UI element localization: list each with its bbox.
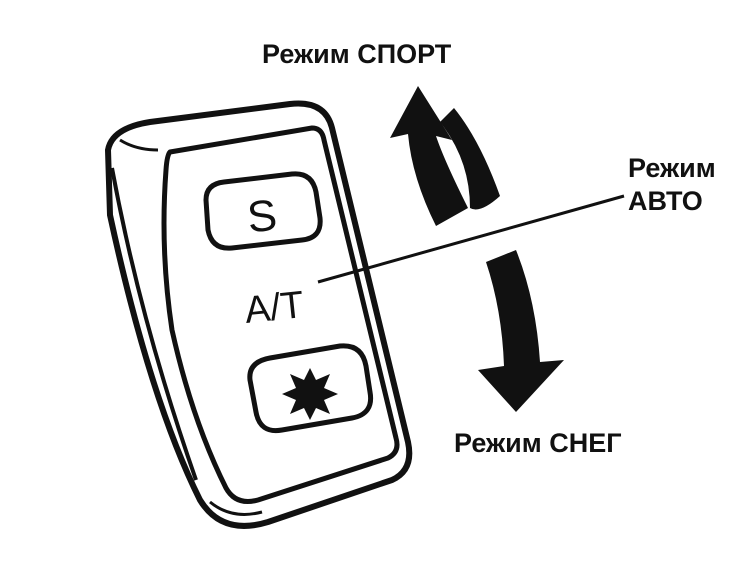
sport-mode-label: Режим СПОРТ	[262, 39, 452, 69]
snowflake-icon	[282, 368, 338, 420]
auto-mode-label-line2: АВТО	[628, 186, 703, 216]
sport-button-label: S	[245, 191, 279, 243]
curved-arrow-up-icon	[390, 86, 468, 226]
auto-mode-label: A/T	[243, 284, 306, 332]
snow-button[interactable]	[247, 343, 374, 434]
snow-mode-label: Режим СНЕГ	[454, 428, 622, 458]
auto-leader-line	[317, 194, 625, 284]
auto-mode-label-line1: Режим	[628, 153, 716, 183]
curved-arrow-down-icon	[478, 250, 564, 412]
sport-button[interactable]: S	[203, 171, 323, 251]
